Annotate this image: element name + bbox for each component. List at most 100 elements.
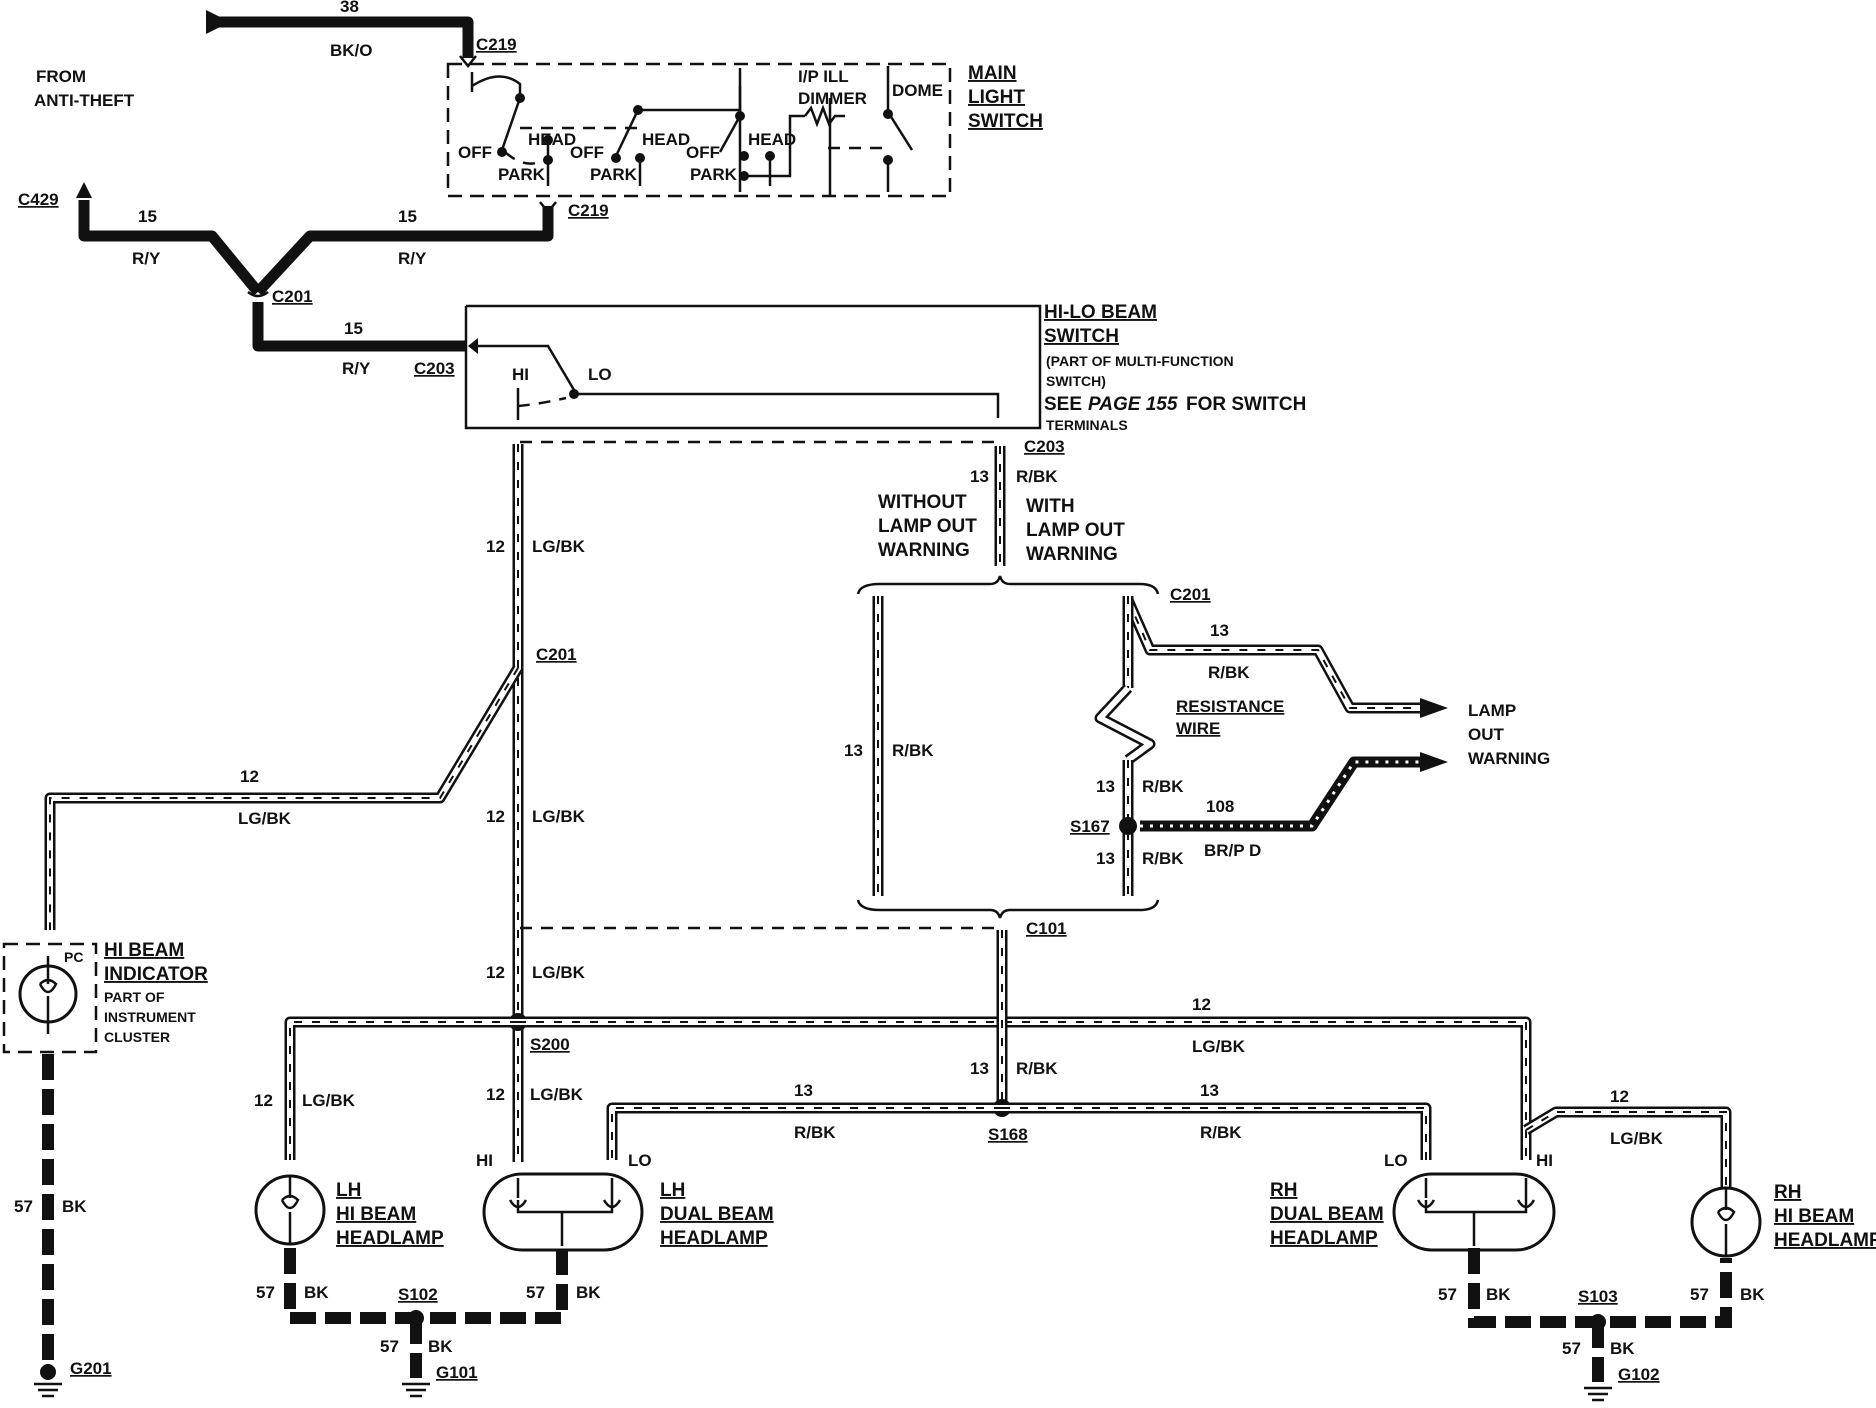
switch-arc <box>471 75 522 100</box>
rh-dual-title-2: DUAL BEAM <box>1270 1204 1384 1225</box>
wire-57-color-d: BK <box>428 1337 453 1356</box>
switch-link-1 <box>504 151 546 165</box>
with-1: WITH <box>1026 496 1075 517</box>
wire-12-color-h: LG/BK <box>1610 1129 1664 1148</box>
lh-dual-filament <box>508 1178 622 1246</box>
head-label-3: HEAD <box>748 130 796 149</box>
wire-15-left <box>78 200 263 296</box>
wire-12-num-a: 12 <box>486 537 505 556</box>
splice-s102: S102 <box>398 1285 438 1304</box>
option-brace-top <box>856 575 1160 595</box>
head-label-1: HEAD <box>528 130 576 149</box>
wire-108-dots <box>1140 760 1420 828</box>
wire-13-color-g: R/BK <box>794 1123 836 1142</box>
wire-15-right <box>253 206 554 296</box>
wire-12-color-f: LG/BK <box>530 1085 584 1104</box>
dome-pivot <box>883 109 893 119</box>
wire-57-num-g: 57 <box>1562 1339 1581 1358</box>
wire-13-lampout-outer <box>1122 597 1420 714</box>
switch-off-contact-1 <box>497 147 507 157</box>
ipill-label-1: I/P ILL <box>798 67 849 86</box>
ground-g101: G101 <box>436 1363 478 1382</box>
without-3: WARNING <box>878 540 970 561</box>
c203-a-arrow <box>468 338 478 354</box>
c429-arrow <box>76 182 92 198</box>
wire-38-number: 38 <box>340 0 359 16</box>
indicator-title-2: INDICATOR <box>104 964 208 985</box>
wire-15-num-b: 15 <box>398 207 417 226</box>
switch-blade-1 <box>500 97 522 151</box>
lo-beam-circuit: 13 R/BK WITHOUT LAMP OUT WARNING WITH LA… <box>606 446 1550 1160</box>
rh-hi-title-3: HEADLAMP <box>1774 1230 1876 1251</box>
wire-57-num-b: 57 <box>256 1283 275 1302</box>
wire-13-num-b: 13 <box>844 741 863 760</box>
lamp-out-arrow-2 <box>1420 752 1448 772</box>
switch-rail-3 <box>744 114 805 178</box>
lh-hi-title-1: LH <box>336 1180 361 1201</box>
lh-lo-terminal: LO <box>628 1151 652 1170</box>
main-switch-enclosure <box>446 62 952 198</box>
splice-s103-dot <box>1590 1314 1606 1330</box>
wire-13-color-e: R/BK <box>1142 849 1184 868</box>
without-1: WITHOUT <box>878 492 967 513</box>
wire-13-color-h: R/BK <box>1200 1123 1242 1142</box>
wire-15-color-a: R/Y <box>132 249 161 268</box>
main-switch-title-1: MAIN <box>968 63 1017 84</box>
indicator-pc: PC <box>64 949 83 965</box>
wire-15-lower <box>252 302 466 352</box>
lh-dual-title-1: LH <box>660 1180 685 1201</box>
without-2: LAMP OUT <box>878 516 977 537</box>
g201-dot <box>40 1364 56 1380</box>
wire-12-color-d: LG/BK <box>532 963 586 982</box>
ground-g201: G201 <box>70 1359 112 1378</box>
switch-blade-2 <box>614 109 640 157</box>
wire-13-num-c: 13 <box>1210 621 1229 640</box>
splice-s167-dot <box>1119 817 1137 835</box>
off-label-3: OFF <box>686 143 720 162</box>
indicator-title-1: HI BEAM <box>104 940 184 961</box>
wire-13-color-d: R/BK <box>1142 777 1184 796</box>
connector-c201-c: C201 <box>1170 585 1211 604</box>
wire-57-rh <box>1468 1248 1732 1328</box>
with-2: LAMP OUT <box>1026 520 1125 541</box>
lamp-out-2: OUT <box>1468 725 1505 744</box>
wire-15-num-a: 15 <box>138 207 157 226</box>
connector-c219-bottom: C219 <box>568 201 609 220</box>
wire-12-color-e: LG/BK <box>302 1091 356 1110</box>
wire-12-num-f: 12 <box>486 1085 505 1104</box>
rh-lo-terminal: LO <box>1384 1151 1408 1170</box>
resistance-label-2: WIRE <box>1176 719 1220 738</box>
wire-13-num-e: 13 <box>1096 849 1115 868</box>
connector-c219-top: C219 <box>476 35 517 54</box>
ipill-label-2: DIMMER <box>798 89 867 108</box>
wire-13-color-a: R/BK <box>1016 467 1058 486</box>
hilo-see-a: SEE <box>1044 394 1082 415</box>
connector-c101: C101 <box>1026 919 1067 938</box>
wire-12-num-b: 12 <box>240 767 259 786</box>
indicator-filament <box>38 956 58 1034</box>
lh-dual-title-3: HEADLAMP <box>660 1228 768 1249</box>
wire-108-num: 108 <box>1206 797 1234 816</box>
wire-57-color-f: BK <box>1740 1285 1765 1304</box>
wire-12-num-d: 12 <box>486 963 505 982</box>
wire-13-color-f: R/BK <box>1016 1059 1058 1078</box>
wire-15-num-c: 15 <box>344 319 363 338</box>
wire-108-color: BR/P D <box>1204 841 1261 860</box>
source-label-2: ANTI-THEFT <box>34 91 135 110</box>
wire-12-rh-hi-dash <box>1525 1111 1727 1190</box>
wire-12-rh-hi-inner <box>1524 1109 1729 1190</box>
ground-g102: G102 <box>1618 1365 1660 1384</box>
source-label-1: FROM <box>36 67 86 86</box>
g102-symbol <box>1584 1386 1612 1402</box>
main-light-switch: 38 BK/O FROM ANTI-THEFT C219 MAIN LIGHT … <box>34 0 1043 220</box>
switch-off-contact-2 <box>611 153 621 163</box>
connector-c429: C429 <box>18 190 59 209</box>
rh-dual-title-3: HEADLAMP <box>1270 1228 1378 1249</box>
indicator-box <box>2 942 98 1054</box>
wire-12-color-a: LG/BK <box>532 537 586 556</box>
lh-hi-title-3: HEADLAMP <box>336 1228 444 1249</box>
hilo-title-1: HI-LO BEAM <box>1044 302 1157 323</box>
with-3: WARNING <box>1026 544 1118 565</box>
dimmer-resistor <box>804 104 845 128</box>
